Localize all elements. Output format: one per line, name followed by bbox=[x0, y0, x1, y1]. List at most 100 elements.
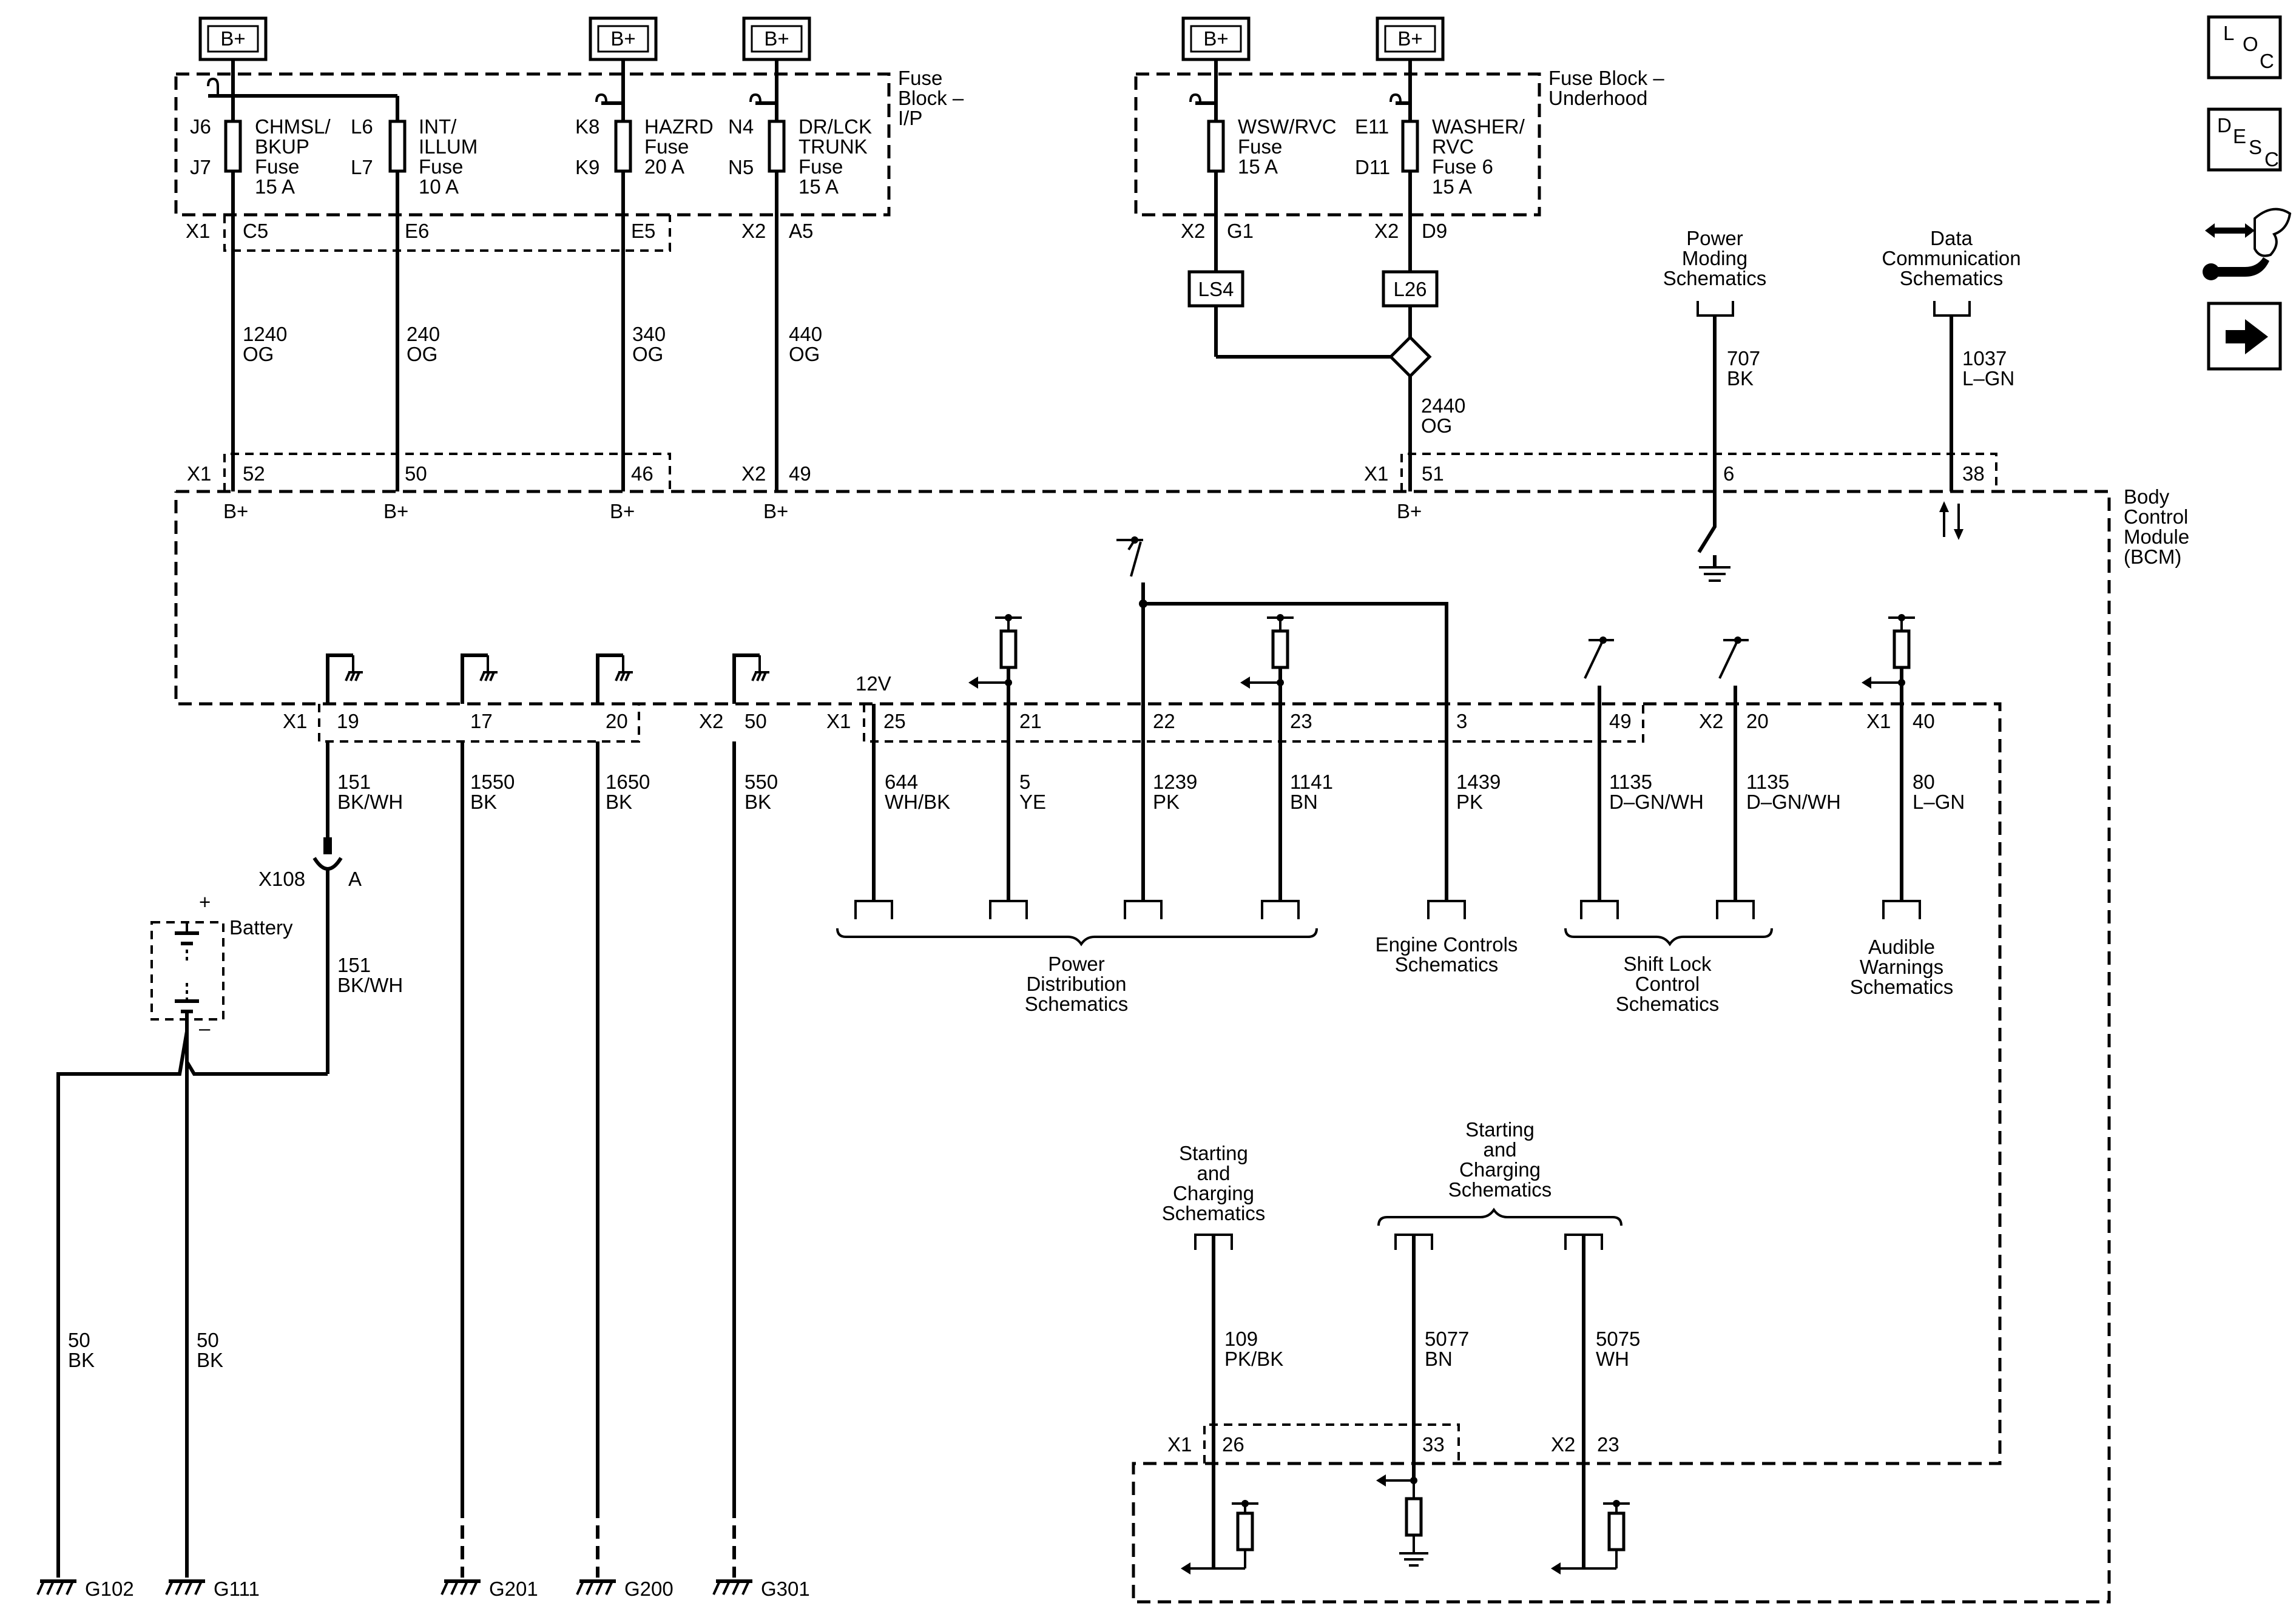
svg-text:D9: D9 bbox=[1422, 220, 1447, 242]
svg-text:X2: X2 bbox=[699, 710, 723, 732]
svg-text:PK/BK: PK/BK bbox=[1224, 1348, 1283, 1370]
svg-text:51: 51 bbox=[1422, 462, 1444, 485]
svg-text:C: C bbox=[2260, 50, 2274, 72]
svg-text:X108: X108 bbox=[258, 868, 305, 890]
svg-text:Fuse: Fuse bbox=[255, 155, 299, 178]
description-icon[interactable]: D E S C bbox=[2207, 107, 2282, 172]
svg-text:550: 550 bbox=[745, 771, 778, 793]
bcm-top-connectors: X1 52 50 46 X2 49 X1 51 6 38 bbox=[187, 453, 1997, 491]
svg-text:X1: X1 bbox=[1364, 462, 1388, 485]
battery: + – Battery 50 BK 50 BK bbox=[56, 891, 293, 1578]
fuse-block-underhood-label-2: Underhood bbox=[1548, 87, 1647, 109]
svg-text:J6: J6 bbox=[190, 115, 211, 138]
svg-text:49: 49 bbox=[1609, 710, 1632, 732]
svg-text:1135: 1135 bbox=[1609, 771, 1652, 793]
svg-text:WASHER/: WASHER/ bbox=[1432, 115, 1525, 138]
svg-text:151: 151 bbox=[337, 954, 371, 976]
svg-text:BKUP: BKUP bbox=[255, 135, 309, 158]
svg-text:X2: X2 bbox=[1374, 220, 1399, 242]
svg-text:N4: N4 bbox=[728, 115, 754, 138]
ground-g102: G102 bbox=[36, 1578, 134, 1600]
fuse-block-ip: Fuse Block – I/P bbox=[174, 67, 964, 217]
svg-text:BK: BK bbox=[68, 1349, 95, 1371]
svg-text:1240: 1240 bbox=[243, 323, 287, 345]
svg-text:10 A: 10 A bbox=[419, 175, 459, 198]
svg-text:20: 20 bbox=[606, 710, 628, 732]
svg-text:O: O bbox=[2243, 33, 2258, 55]
svg-text:1141: 1141 bbox=[1290, 771, 1333, 793]
svg-text:1650: 1650 bbox=[606, 771, 650, 793]
svg-text:12V: 12V bbox=[856, 672, 891, 695]
mid-references: Power Distribution Schematics Engine Con… bbox=[1025, 933, 1954, 1015]
svg-text:50: 50 bbox=[745, 710, 767, 732]
svg-text:B+: B+ bbox=[1397, 500, 1422, 522]
svg-text:D–GN/WH: D–GN/WH bbox=[1746, 791, 1841, 813]
svg-text:BK: BK bbox=[606, 791, 632, 813]
svg-text:ILLUM: ILLUM bbox=[419, 135, 478, 158]
svg-text:15 A: 15 A bbox=[799, 175, 839, 198]
svg-text:D: D bbox=[2217, 114, 2232, 137]
svg-text:1550: 1550 bbox=[470, 771, 515, 793]
svg-text:BK: BK bbox=[1727, 367, 1754, 390]
svg-text:50: 50 bbox=[68, 1329, 90, 1351]
svg-text:46: 46 bbox=[631, 462, 653, 485]
svg-text:HAZRD: HAZRD bbox=[644, 115, 714, 138]
svg-text:BK: BK bbox=[745, 791, 771, 813]
svg-text:L–GN: L–GN bbox=[1913, 791, 1965, 813]
location-icon[interactable]: L O C bbox=[2207, 15, 2282, 79]
svg-text:Schematics: Schematics bbox=[1663, 267, 1767, 289]
svg-text:20: 20 bbox=[1746, 710, 1769, 732]
svg-text:A5: A5 bbox=[789, 220, 813, 242]
svg-text:1239: 1239 bbox=[1153, 771, 1197, 793]
svg-text:5: 5 bbox=[1019, 771, 1030, 793]
ground-g301: G301 bbox=[712, 1578, 810, 1600]
svg-text:Distribution: Distribution bbox=[1026, 973, 1126, 995]
b-plus-box-4: B+ bbox=[1181, 16, 1251, 61]
svg-text:Engine Controls: Engine Controls bbox=[1376, 933, 1518, 956]
top-wires: 1240 OG 240 OG 340 OG 440 OG bbox=[231, 215, 822, 491]
svg-text:(BCM): (BCM) bbox=[2124, 545, 2181, 568]
svg-text:Control: Control bbox=[1635, 973, 1700, 995]
svg-text:OG: OG bbox=[1421, 414, 1452, 437]
svg-text:Shift Lock: Shift Lock bbox=[1624, 953, 1712, 975]
svg-text:L–GN: L–GN bbox=[1962, 367, 2014, 390]
svg-text:A: A bbox=[348, 868, 362, 890]
connector-wrench-icon[interactable] bbox=[2203, 208, 2292, 280]
internal-ground-19 bbox=[326, 653, 363, 704]
svg-text:440: 440 bbox=[789, 323, 822, 345]
svg-text:CHMSL/: CHMSL/ bbox=[255, 115, 331, 138]
svg-text:G1: G1 bbox=[1227, 220, 1254, 242]
lower-internal bbox=[1181, 1474, 1630, 1575]
svg-text:5075: 5075 bbox=[1596, 1328, 1640, 1350]
svg-text:1135: 1135 bbox=[1746, 771, 1789, 793]
svg-text:15 A: 15 A bbox=[255, 175, 295, 198]
svg-text:G111: G111 bbox=[214, 1578, 260, 1600]
svg-text:L26: L26 bbox=[1393, 278, 1427, 300]
svg-text:X1: X1 bbox=[1866, 710, 1891, 732]
svg-text:Schematics: Schematics bbox=[1162, 1202, 1266, 1224]
svg-text:Power: Power bbox=[1048, 953, 1105, 975]
svg-text:Starting: Starting bbox=[1179, 1142, 1248, 1164]
next-arrow-icon[interactable] bbox=[2207, 302, 2282, 371]
switch-x2-20 bbox=[1718, 636, 1749, 901]
svg-text:5077: 5077 bbox=[1425, 1328, 1469, 1350]
svg-text:15 A: 15 A bbox=[1238, 155, 1278, 178]
svg-text:OG: OG bbox=[407, 343, 437, 365]
svg-text:–: – bbox=[199, 1017, 211, 1039]
svg-text:B+: B+ bbox=[610, 500, 635, 522]
svg-text:Body: Body bbox=[2124, 485, 2170, 508]
data-comm-ref: Data Communication Schematics 1037 L–GN bbox=[1882, 227, 2021, 491]
svg-text:50: 50 bbox=[197, 1329, 219, 1351]
b-plus-box-3: B+ bbox=[742, 16, 811, 61]
svg-text:BK/WH: BK/WH bbox=[337, 974, 403, 996]
svg-text:X2: X2 bbox=[1699, 710, 1723, 732]
svg-text:X1: X1 bbox=[283, 710, 307, 732]
fuse-bus-lines bbox=[231, 59, 1412, 98]
svg-text:23: 23 bbox=[1290, 710, 1312, 732]
svg-text:B+: B+ bbox=[220, 27, 245, 50]
svg-text:L6: L6 bbox=[351, 115, 373, 138]
fuse-washer-rvc: E11 D11 WASHER/ RVC Fuse 6 15 A bbox=[1355, 93, 1525, 215]
svg-text:Control: Control bbox=[2124, 505, 2188, 528]
b-plus-box-5: B+ bbox=[1376, 16, 1445, 61]
